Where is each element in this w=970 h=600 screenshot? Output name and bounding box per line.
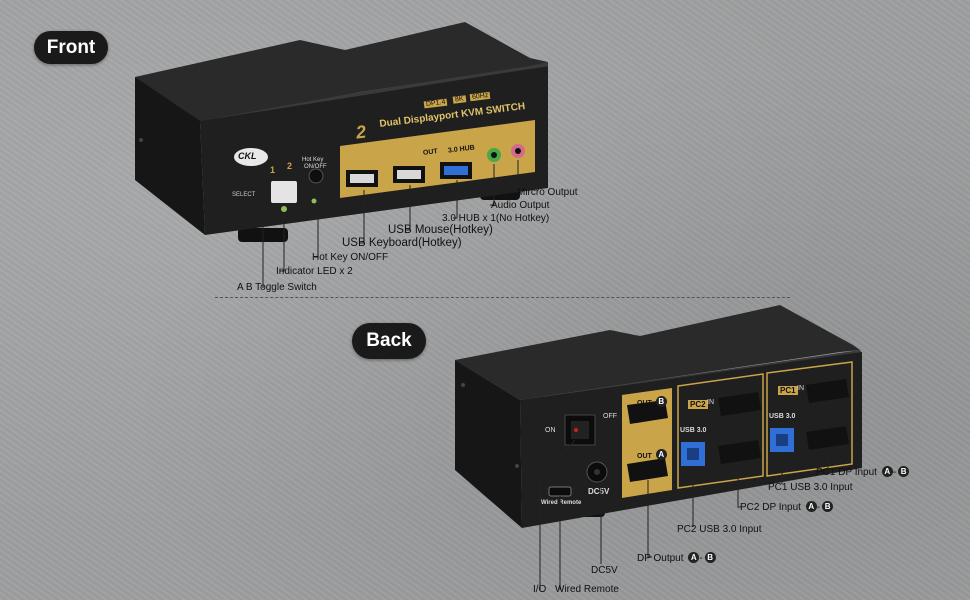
- back-pc1-label: PC1: [778, 386, 798, 395]
- callout-wired-remote: Wired Remote: [555, 584, 619, 595]
- front-section-label: Front: [34, 31, 108, 64]
- back-wired-remote-label: Wired Remote: [541, 500, 582, 506]
- callout-pc2-dp-input: PC2 DP Input A-B: [740, 501, 834, 513]
- back-pc2-label: PC2: [688, 400, 708, 409]
- hotkey-label-1: Hot Key: [302, 157, 324, 163]
- back-pc2-in-label: IN: [707, 399, 714, 406]
- callout-pc1-dp-input: PC1 DP Input A-B: [816, 466, 910, 478]
- port2-label: 2: [287, 161, 293, 171]
- callout-hub: 3.0 HUB x 1(No Hotkey): [442, 213, 550, 224]
- hotkey-label-2: ON/OFF: [304, 164, 327, 170]
- select-label: SELECT: [232, 192, 256, 198]
- back-pc1-usb-label: USB 3.0: [769, 413, 796, 420]
- callout-audio-output: Audio Output: [491, 200, 550, 211]
- callout-dc5v: DC5V: [591, 565, 618, 576]
- callout-micro-output: Mircro Output: [517, 187, 578, 198]
- back-pc1-in-label: IN: [797, 385, 804, 392]
- section-divider: [215, 297, 790, 298]
- callout-usb-keyboard: USB Keyboard(Hotkey): [342, 237, 462, 249]
- back-pc2-usb-label: USB 3.0: [680, 427, 707, 434]
- callout-pc1-usb-input: PC1 USB 3.0 Input: [768, 482, 853, 493]
- callout-toggle-switch: A B Toggle Switch: [237, 282, 317, 293]
- port1-label: 1: [270, 165, 276, 175]
- callout-io: I/O: [533, 584, 547, 595]
- back-out-a-label: OUT A: [637, 449, 667, 460]
- back-off-label: OFF: [603, 413, 617, 420]
- back-dc5v-label: DC5V: [588, 487, 610, 496]
- back-out-b-label: OUT B: [637, 396, 667, 407]
- back-section-label: Back: [352, 323, 426, 359]
- callout-pc2-usb-input: PC2 USB 3.0 Input: [677, 524, 762, 535]
- callout-hotkey: Hot Key ON/OFF: [312, 252, 389, 263]
- back-on-label: ON: [545, 427, 556, 434]
- callout-dp-output: DP Output A-B: [637, 552, 716, 564]
- callout-indicator-led: Indicator LED x 2: [276, 266, 353, 277]
- callout-usb-mouse: USB Mouse(Hotkey): [388, 224, 493, 236]
- brand-logo: CKL: [238, 151, 257, 161]
